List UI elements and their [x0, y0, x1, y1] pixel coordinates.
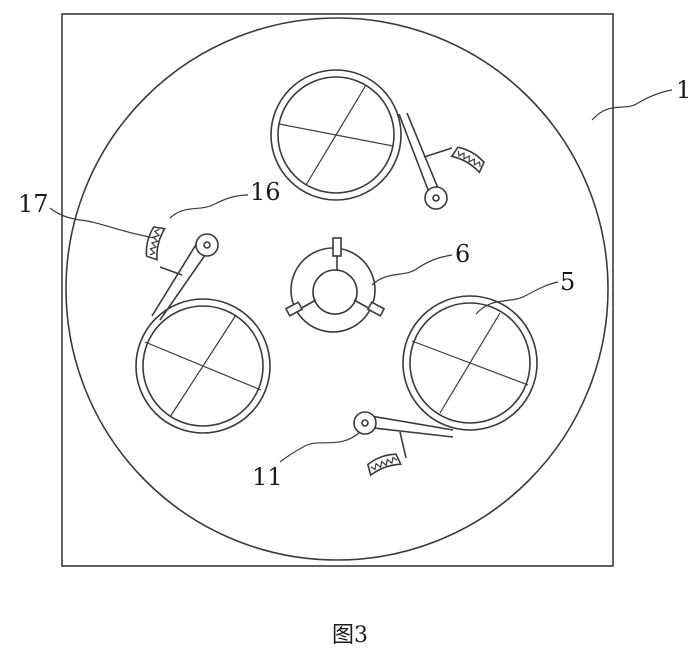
label-5: 5 — [560, 268, 575, 296]
label-6: 6 — [455, 240, 470, 268]
leader-11 — [279, 431, 361, 463]
leader-16 — [169, 194, 249, 219]
base-frame — [61, 13, 614, 567]
wheel-left — [135, 298, 271, 434]
figure-caption: 图3 — [332, 623, 368, 648]
leader-1 — [591, 89, 673, 121]
label-17: 17 — [18, 190, 49, 218]
wheel-top — [270, 69, 402, 201]
label-11: 11 — [252, 463, 283, 491]
wheel-right — [402, 295, 538, 431]
turntable-disc — [65, 17, 609, 561]
label-1: 1 — [676, 76, 691, 104]
pivot-arm-top — [398, 112, 487, 210]
leader-6 — [371, 254, 453, 286]
pivot-arm-bottom — [353, 411, 454, 476]
pivot-arm-left — [143, 224, 219, 321]
label-16: 16 — [250, 178, 281, 206]
central-hub — [284, 237, 386, 333]
leader-17 — [49, 207, 156, 239]
leader-5 — [475, 281, 559, 315]
